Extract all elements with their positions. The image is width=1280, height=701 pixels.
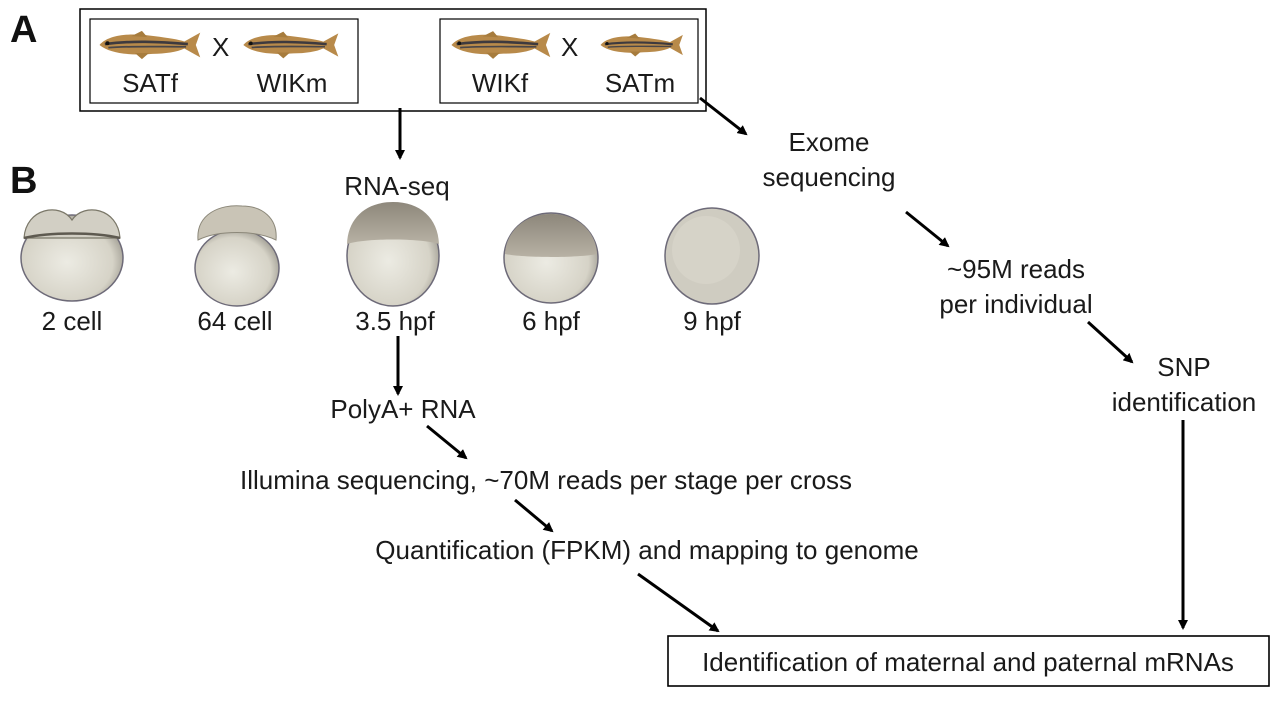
snp-label-line1: SNP — [1157, 352, 1210, 382]
fish-satm-image — [599, 32, 685, 58]
arrow-to-snp — [1086, 320, 1134, 364]
embryo-3-5-hpf — [346, 202, 440, 307]
fish-wikf-image — [450, 29, 552, 61]
cross-2-sign: X — [561, 32, 578, 62]
stage-label-64-cell: 64 cell — [197, 306, 272, 336]
cross-2-box — [439, 18, 699, 104]
cross-2-male-label: SATm — [605, 68, 675, 98]
fish-wikm-image — [242, 30, 340, 60]
crosses-outer-box — [79, 8, 707, 112]
panel-label-b: B — [10, 160, 37, 202]
stage-label-2-cell: 2 cell — [42, 306, 103, 336]
cross-2-female-label: WIKf — [472, 68, 529, 98]
exome-label-line1: Exome — [789, 127, 870, 157]
arrow-to-illumina — [426, 424, 468, 460]
embryo-9-hpf — [664, 207, 760, 305]
arrow-to-quantification — [514, 498, 554, 533]
result-label: Identification of maternal and paternal … — [702, 647, 1234, 677]
stage-label-3-5-hpf: 3.5 hpf — [355, 306, 435, 336]
embryo-6-hpf — [503, 212, 599, 304]
cross-1-male-label: WIKm — [257, 68, 328, 98]
arrow-to-exome — [699, 96, 748, 136]
reads-label-line2: per individual — [939, 289, 1092, 319]
snp-label-line2: identification — [1112, 387, 1257, 417]
result-box — [667, 635, 1270, 687]
arrow-to-result — [637, 572, 720, 633]
cross-1-box — [89, 18, 359, 104]
illumina-label: Illumina sequencing, ~70M reads per stag… — [240, 465, 852, 495]
embryo-64-cell — [194, 205, 280, 307]
cross-1-female-label: SATf — [122, 68, 179, 98]
exome-label-line2: sequencing — [763, 162, 896, 192]
stage-label-9-hpf: 9 hpf — [683, 306, 742, 336]
panel-label-a: A — [10, 9, 37, 51]
quantification-label: Quantification (FPKM) and mapping to gen… — [375, 535, 918, 565]
stage-label-6-hpf: 6 hpf — [522, 306, 581, 336]
arrow-to-95m-reads — [905, 210, 950, 248]
fish-satf-image — [98, 29, 202, 61]
rnaseq-label: RNA-seq — [344, 171, 449, 201]
reads-label-line1: ~95M reads — [947, 254, 1085, 284]
polya-label: PolyA+ RNA — [330, 394, 476, 424]
cross-1-sign: X — [212, 32, 229, 62]
embryo-2-cell — [20, 209, 124, 302]
